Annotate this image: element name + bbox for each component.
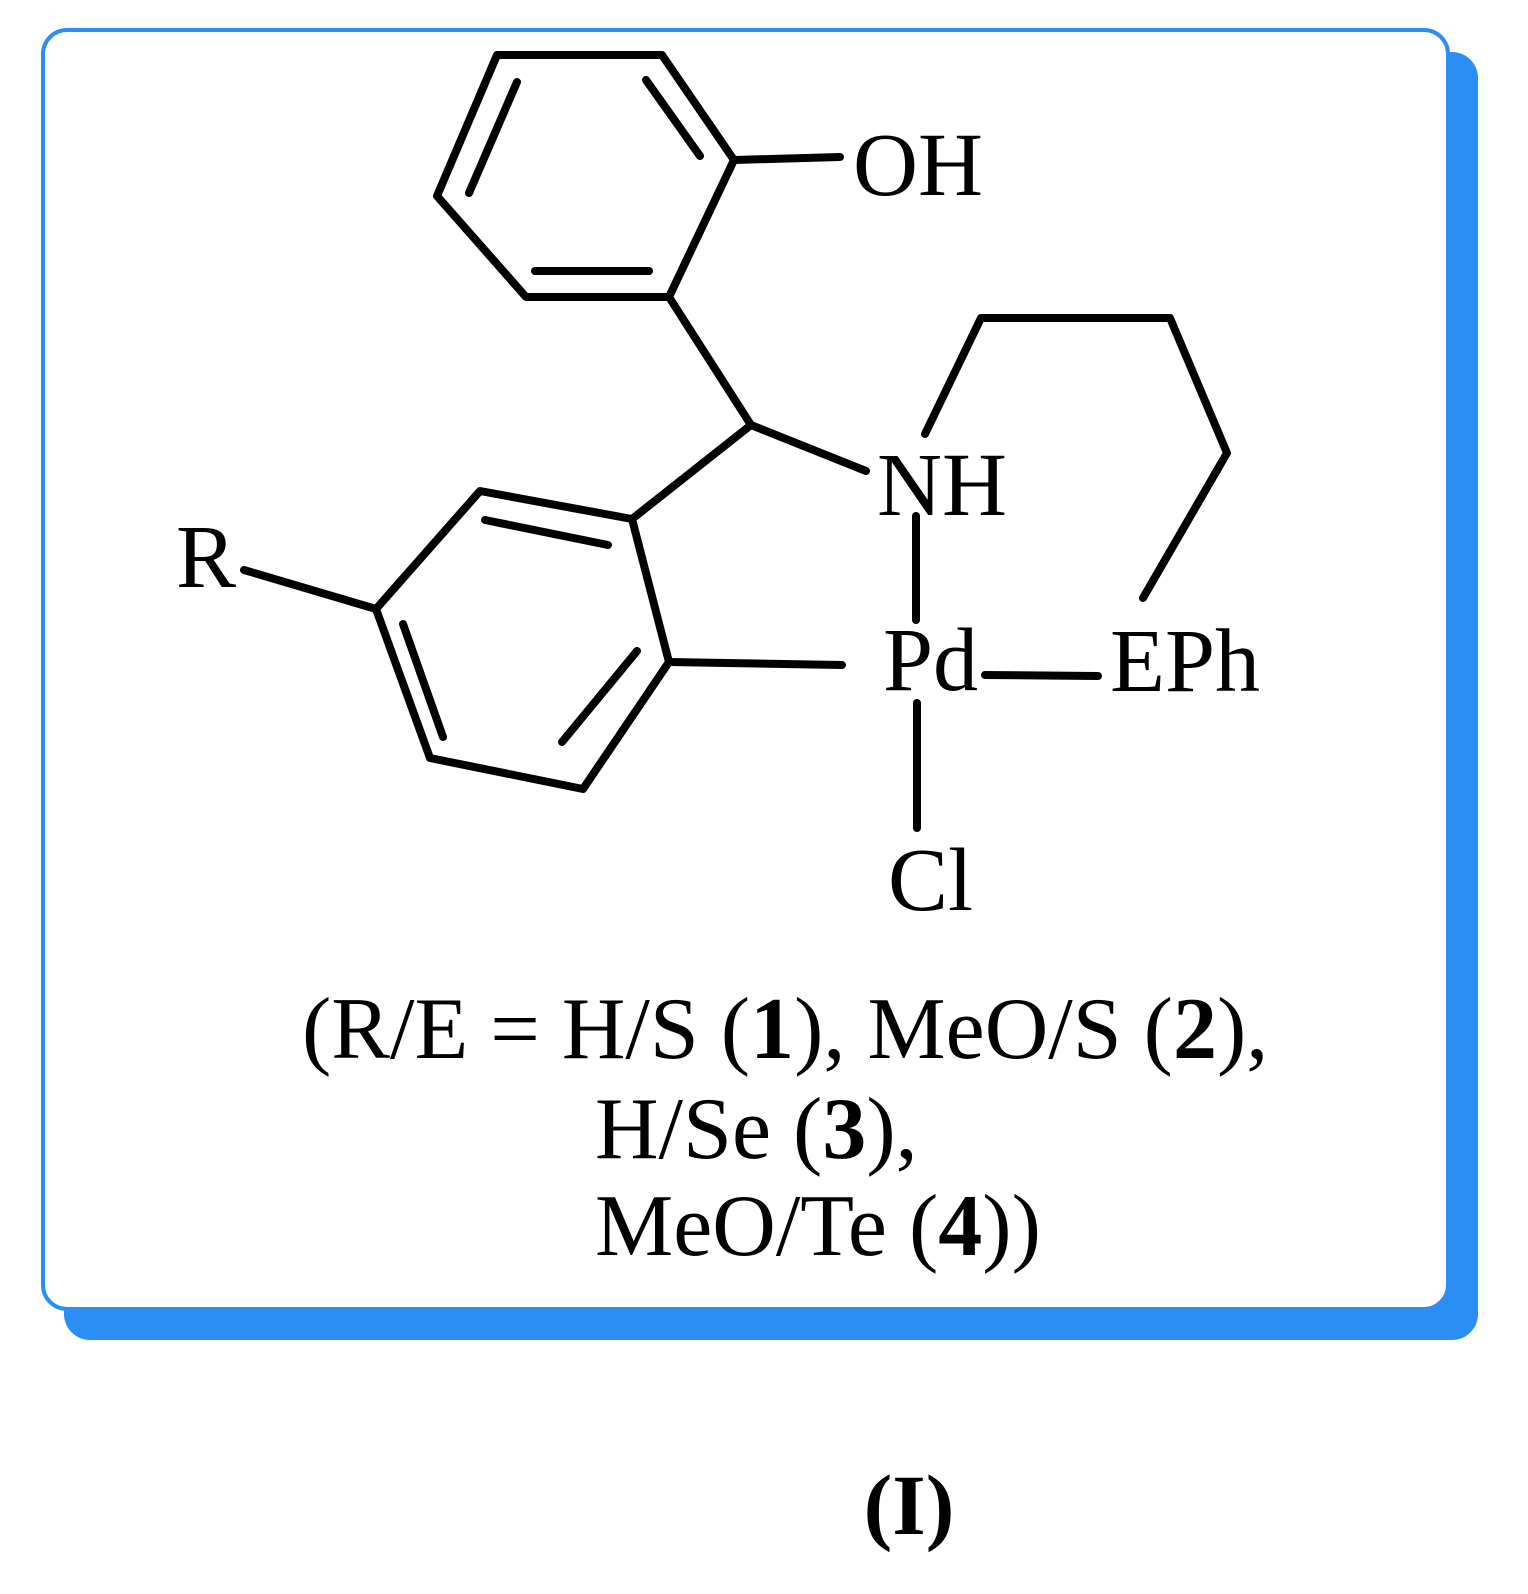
bond-pd-eph (981, 671, 1102, 680)
compound-label: (I) (863, 1457, 955, 1553)
label-pd: Pd (883, 611, 978, 710)
bond-r-ring (240, 566, 380, 613)
label-oh: OH (853, 116, 983, 215)
label-r: R (176, 508, 236, 607)
bond-ch-nh (747, 421, 870, 475)
propyl-chain (921, 314, 1231, 602)
phenol-ring (433, 51, 738, 301)
bond-ring-ch (665, 293, 755, 429)
aryl-ring (372, 487, 673, 793)
label-eph: EPh (1110, 612, 1260, 711)
bond-c-pd (665, 658, 846, 669)
caption-line-3: MeO/Te (4)) (595, 1178, 1041, 1275)
caption-line-2: H/Se (3), (595, 1081, 918, 1178)
scheme-frame (41, 28, 1450, 1311)
label-nh: NH (877, 436, 1007, 535)
bond-ring-oh (730, 153, 844, 164)
bond-ch-ring2 (628, 421, 755, 523)
caption-line-1: (R/E = H/S (1), MeO/S (2), (302, 981, 1268, 1078)
label-cl: Cl (888, 831, 973, 930)
